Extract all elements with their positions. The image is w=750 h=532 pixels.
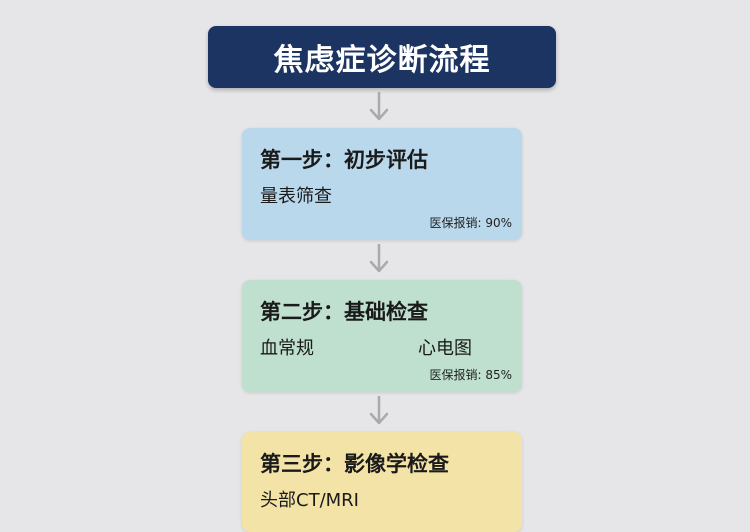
step-1-item-1: 量表筛查 — [260, 186, 332, 207]
step-1-title: 第一步：初步评估 — [260, 148, 428, 172]
step-2-item-2: 心电图 — [418, 338, 472, 359]
page-title: 焦虑症诊断流程 — [273, 43, 491, 78]
arrow-down-icon — [367, 242, 391, 276]
arrow-down-icon — [367, 90, 391, 124]
step-3-card: 第三步：影像学检查 头部CT/MRI — [242, 432, 522, 532]
step-2-item-1: 血常规 — [260, 338, 314, 359]
arrow-down-icon — [367, 394, 391, 428]
step-1-card: 第一步：初步评估 量表筛查 医保报销: 90% — [242, 128, 522, 240]
step-2-title: 第二步：基础检查 — [260, 300, 428, 324]
step-3-title: 第三步：影像学检查 — [260, 452, 449, 476]
step-2-reimbursement: 医保报销: 85% — [429, 368, 512, 382]
title-box: 焦虑症诊断流程 — [208, 26, 556, 88]
step-3-item-1: 头部CT/MRI — [260, 490, 359, 511]
step-1-reimbursement: 医保报销: 90% — [429, 216, 512, 230]
step-2-card: 第二步：基础检查 血常规 心电图 医保报销: 85% — [242, 280, 522, 392]
